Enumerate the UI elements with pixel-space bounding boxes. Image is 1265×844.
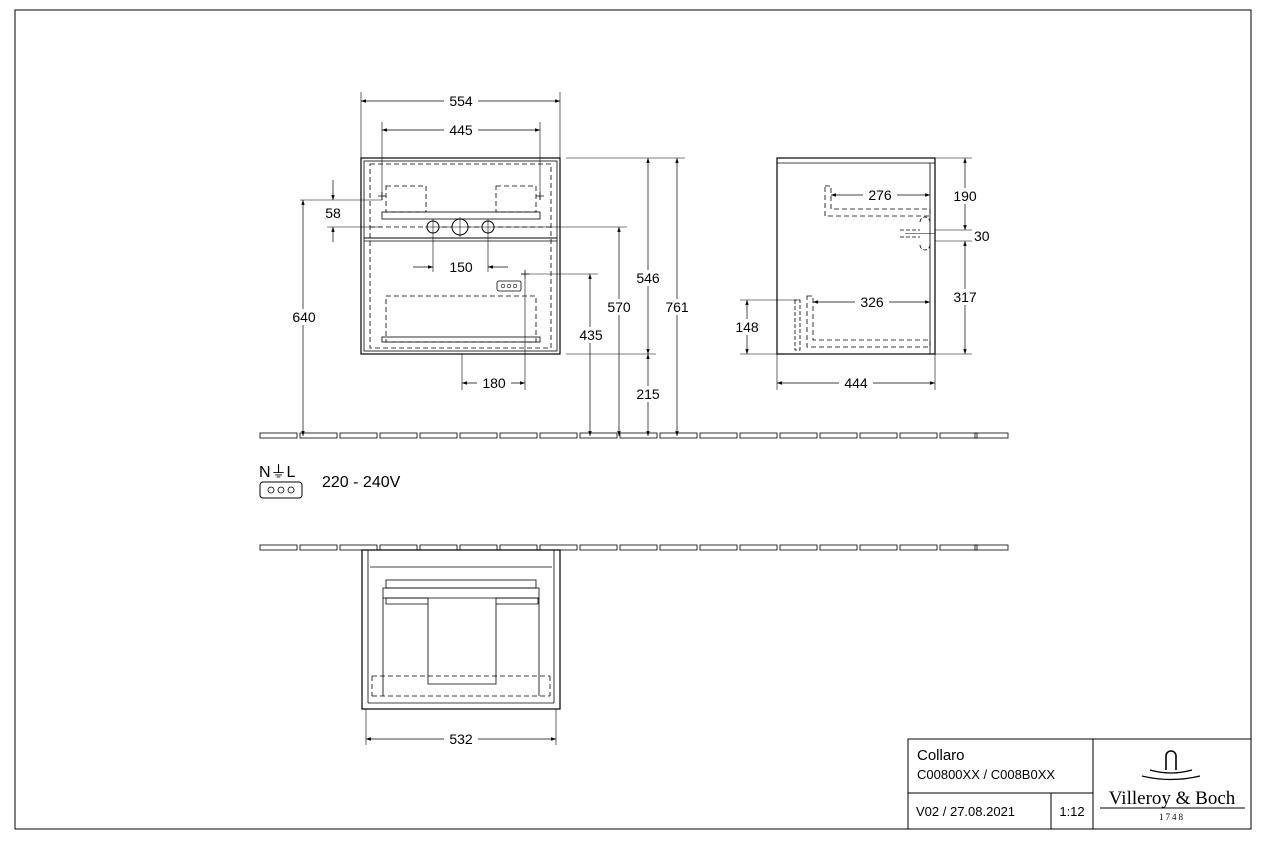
- dim-444: 444: [844, 375, 868, 391]
- voltage-label: 220 - 240V: [322, 474, 401, 491]
- front-cabinet-outline: [360, 157, 561, 355]
- water-connection-icon: [425, 217, 496, 237]
- front-view: 554 445 58 640 150 180 435: [288, 92, 693, 436]
- dim-317: 317: [953, 289, 977, 305]
- dim-180: 180: [482, 375, 506, 391]
- dim-546: 546: [636, 270, 660, 286]
- power-legend: N⏚L 220 - 240V: [259, 463, 401, 499]
- version-date: V02 / 27.08.2021: [916, 804, 1015, 819]
- dim-326: 326: [860, 294, 884, 310]
- title-block: Collaro C00800XX / C008B0XX V02 / 27.08.…: [907, 738, 1252, 830]
- dim-761: 761: [665, 299, 689, 315]
- side-view: 276 326 190 317 30 148 444: [731, 157, 990, 391]
- dim-570: 570: [607, 299, 631, 315]
- power-symbol-labels: N⏚L: [259, 463, 296, 481]
- dim-554: 554: [449, 93, 473, 109]
- brand-year: 1748: [1159, 812, 1185, 822]
- dim-58: 58: [325, 205, 341, 221]
- side-cabinet-outline: [776, 157, 936, 355]
- brand-name: Villeroy & Boch: [1109, 788, 1236, 809]
- dim-190: 190: [953, 188, 977, 204]
- product-name: Collaro: [917, 747, 965, 764]
- dim-532: 532: [449, 731, 473, 747]
- dim-215: 215: [636, 386, 660, 402]
- power-socket-icon: [259, 481, 303, 499]
- drawing-scale: 1:12: [1059, 804, 1084, 819]
- dim-640: 640: [292, 309, 316, 325]
- sheet-border: [14, 9, 1252, 830]
- dim-276: 276: [868, 187, 892, 203]
- floor-line-upper: [259, 432, 1009, 439]
- dim-150: 150: [449, 259, 473, 275]
- dim-30: 30: [974, 228, 990, 244]
- plan-view: 532: [361, 549, 561, 747]
- dim-148: 148: [735, 319, 759, 335]
- faucet-icon: [1141, 750, 1201, 781]
- brand-logo: Villeroy & Boch 1748: [1100, 750, 1245, 822]
- dim-435: 435: [579, 327, 603, 343]
- socket-icon: [496, 280, 522, 292]
- article-numbers: C00800XX / C008B0XX: [917, 767, 1055, 782]
- plan-cabinet-outline: [361, 549, 561, 710]
- dim-445: 445: [449, 122, 473, 138]
- floor-line-lower: [259, 544, 1009, 551]
